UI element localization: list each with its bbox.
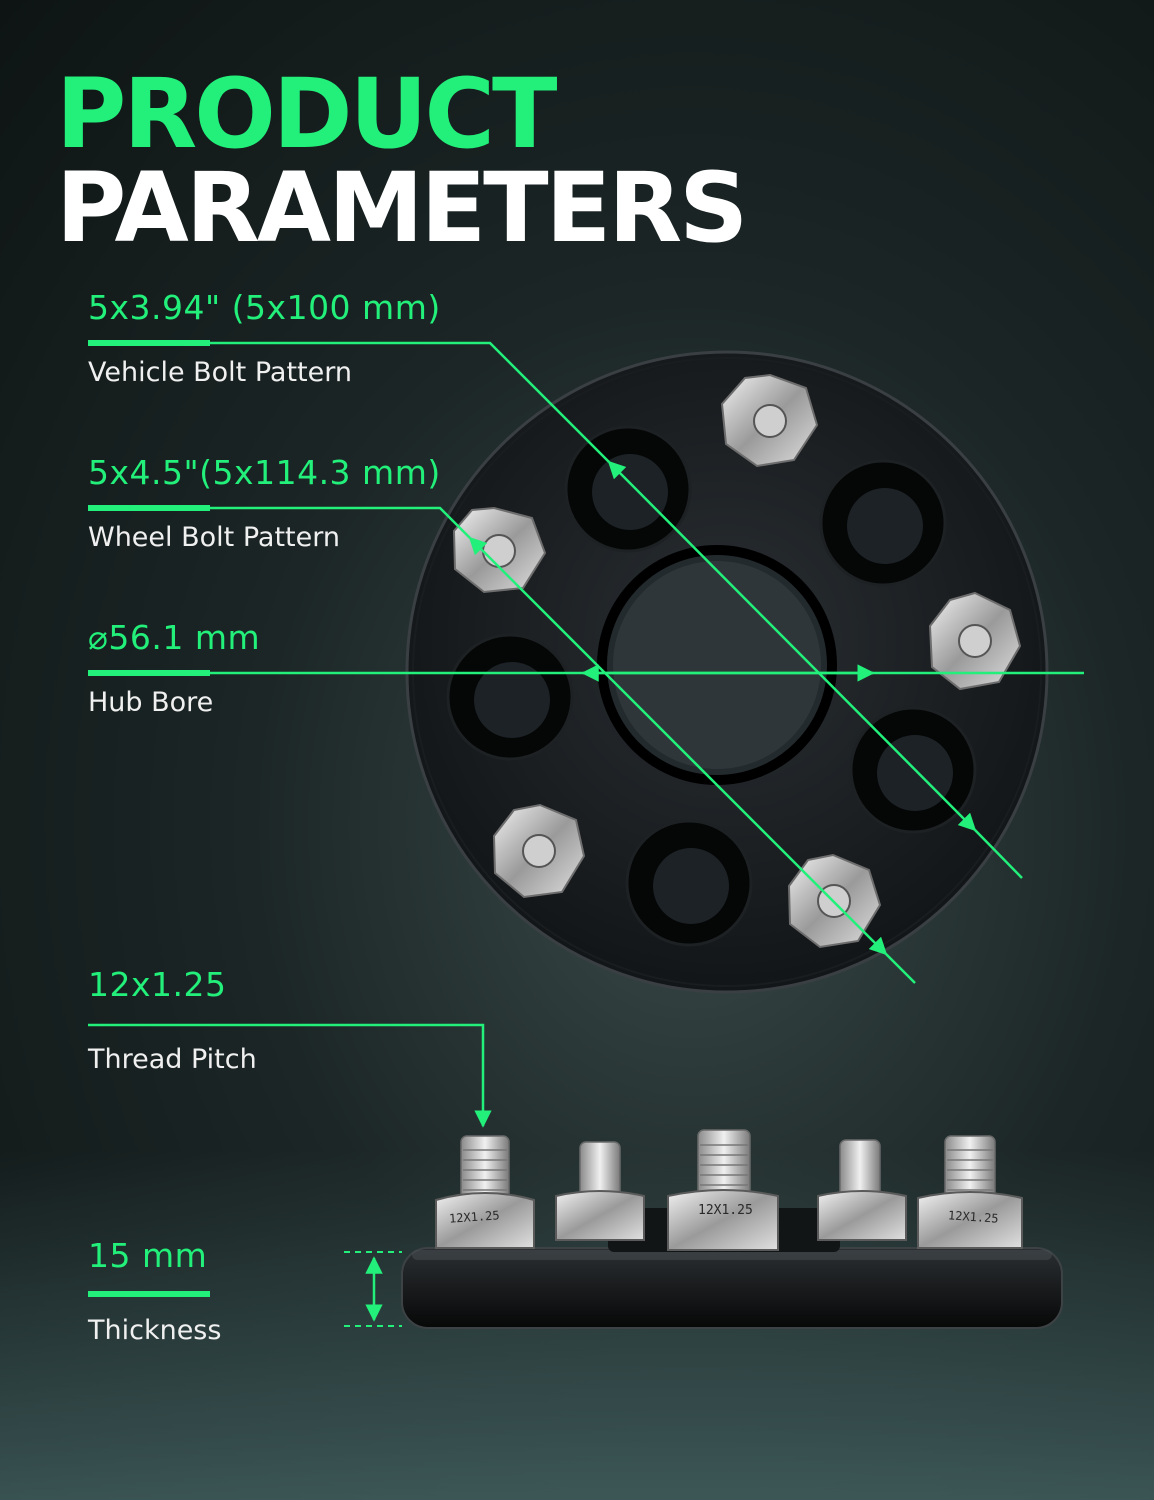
spec-label: Wheel Bolt Pattern bbox=[88, 522, 340, 553]
spacer-side-view bbox=[401, 1129, 1063, 1329]
spec-hub-bore: ⌀56.1 mm Hub Bore bbox=[88, 618, 260, 718]
spec-value: 5x4.5"(5x114.3 mm) bbox=[88, 453, 441, 492]
spec-value: ⌀56.1 mm bbox=[88, 618, 261, 657]
thread-pitch-callout bbox=[88, 1023, 492, 1128]
spec-thread-pitch: 12x1.25 Thread Pitch bbox=[88, 965, 257, 1075]
spec-value: 12x1.25 bbox=[88, 965, 227, 1004]
spec-underline bbox=[88, 340, 210, 346]
spec-label: Thread Pitch bbox=[88, 1044, 257, 1075]
spec-wheel-bolt-pattern: 5x4.5"(5x114.3 mm) Wheel Bolt Pattern bbox=[88, 453, 441, 553]
stud-marking-2: 12X1.25 bbox=[698, 1203, 753, 1218]
spec-label: Vehicle Bolt Pattern bbox=[88, 357, 352, 388]
callout-lines bbox=[88, 341, 1084, 984]
spec-underline bbox=[88, 670, 210, 676]
title-line-2: PARAMETERS bbox=[56, 152, 748, 264]
thickness-callout bbox=[88, 1251, 402, 1327]
title-line-1: PRODUCT bbox=[56, 58, 557, 170]
spec-label: Thickness bbox=[88, 1315, 222, 1346]
spec-value: 5x3.94" (5x100 mm) bbox=[88, 288, 441, 327]
spec-value: 15 mm bbox=[88, 1236, 208, 1275]
spec-thickness: 15 mm Thickness bbox=[88, 1236, 221, 1346]
spec-vehicle-bolt-pattern: 5x3.94" (5x100 mm) Vehicle Bolt Pattern bbox=[88, 288, 441, 388]
spec-label: Hub Bore bbox=[88, 687, 214, 718]
spec-underline bbox=[88, 505, 210, 511]
